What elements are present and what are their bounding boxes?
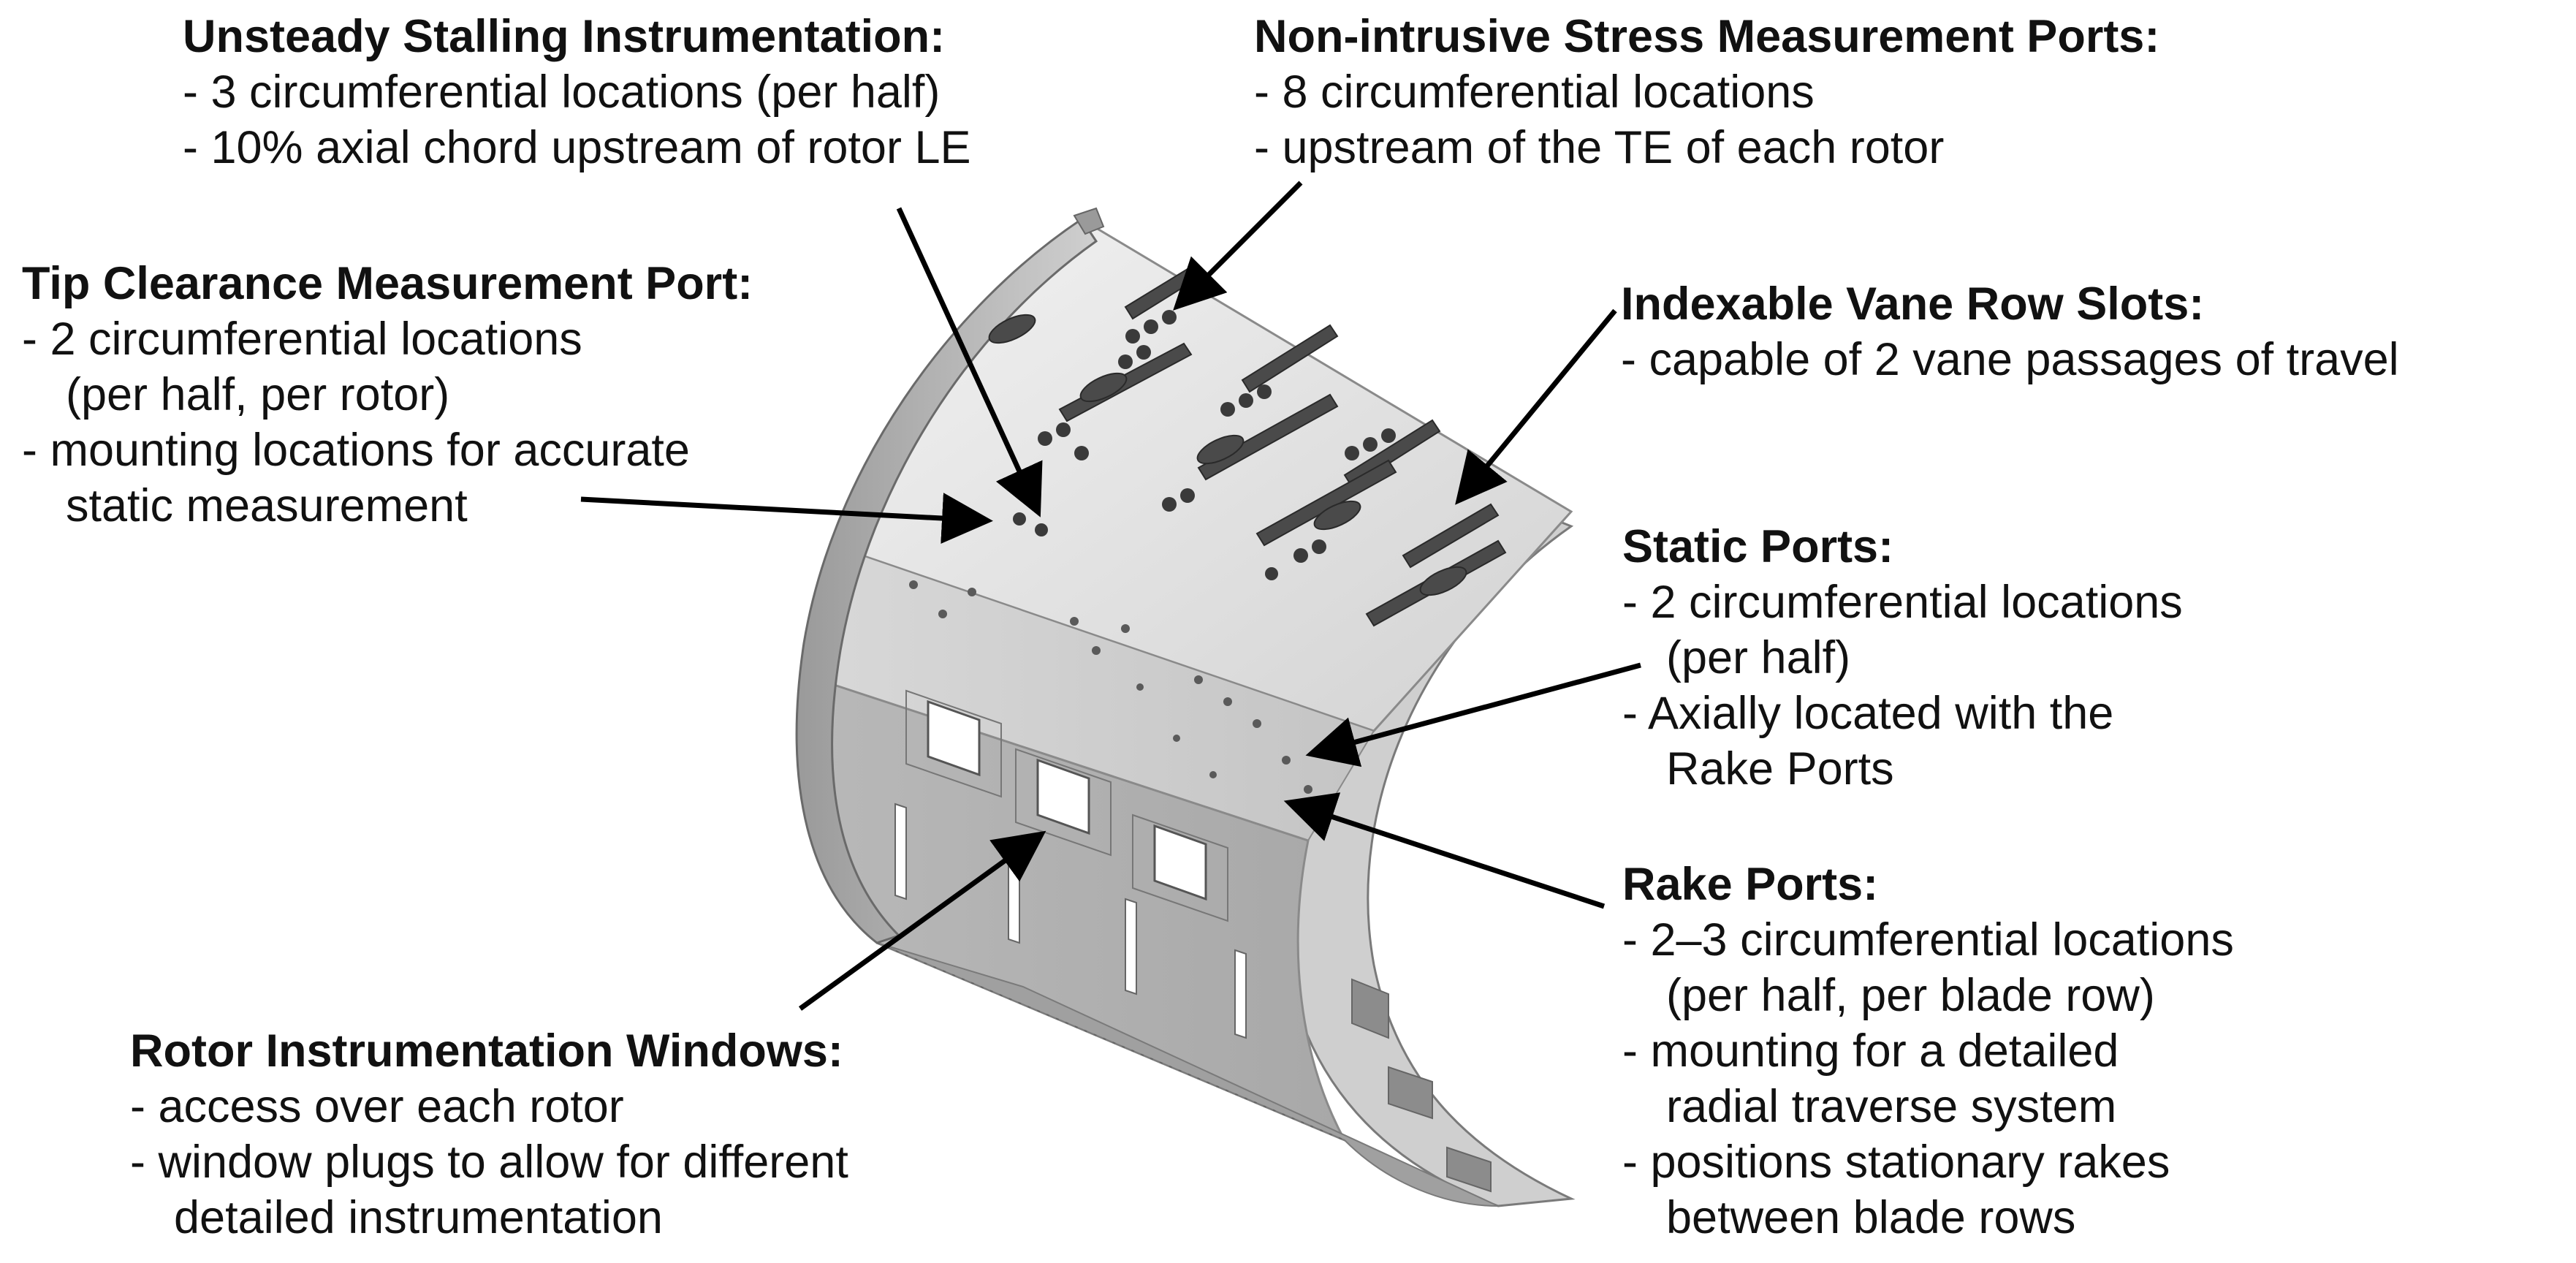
arrow-tip	[580, 493, 993, 545]
rotor-windows	[905, 689, 1228, 922]
callout-line: (per half, per blade row)	[1666, 970, 2155, 1021]
callout-line: - 8 circumferential locations	[1254, 67, 1815, 118]
callout-line: - mounting for a detailed	[1622, 1025, 2119, 1077]
callout-line: (per half, per rotor)	[66, 369, 450, 420]
callout-line: - Axially located with the	[1622, 688, 2114, 739]
callout-nonintrusive-stress: Non-intrusive Stress Measurement Ports: …	[1254, 9, 2159, 175]
arrow-rake	[1283, 792, 1606, 909]
callout-line: (per half)	[1666, 632, 1851, 683]
callout-tip-clearance: Tip Clearance Measurement Port: - 2 circ…	[22, 256, 753, 534]
callout-line: - 2 circumferential locations	[1622, 577, 2183, 628]
aft-notches	[1351, 978, 1492, 1193]
aft-edge-line	[876, 942, 1345, 1141]
callout-title: Static Ports:	[1622, 521, 1894, 572]
callout-line: - 10% axial chord upstream of rotor LE	[183, 122, 971, 173]
callout-unsteady-stalling: Unsteady Stalling Instrumentation: - 3 c…	[183, 9, 971, 175]
callout-line: - upstream of the TE of each rotor	[1254, 122, 1945, 173]
callout-title: Unsteady Stalling Instrumentation:	[183, 11, 946, 62]
callout-indexable-vane: Indexable Vane Row Slots: - capable of 2…	[1621, 276, 2399, 387]
vane-row-slots	[988, 265, 1507, 627]
callout-line: between blade rows	[1666, 1192, 2076, 1243]
callout-line: - window plugs to allow for different	[130, 1137, 848, 1188]
callout-line: - mounting locations for accurate	[22, 425, 690, 476]
callout-rake-ports: Rake Ports: - 2–3 circumferential locati…	[1622, 857, 2234, 1245]
arrow-vane	[1455, 308, 1617, 505]
callout-line: - 2 circumferential locations	[22, 314, 582, 365]
callout-static-ports: Static Ports: - 2 circumferential locati…	[1622, 519, 2183, 797]
forward-flange-lip	[1073, 207, 1105, 235]
arrow-unsteady	[896, 207, 1043, 517]
callout-line: detailed instrumentation	[174, 1192, 663, 1243]
callout-title: Tip Clearance Measurement Port:	[22, 258, 753, 309]
callout-line: - positions stationary rakes	[1622, 1137, 2170, 1188]
callout-line: - capable of 2 vane passages of travel	[1621, 334, 2399, 385]
callout-rotor-windows: Rotor Instrumentation Windows: - access …	[130, 1023, 848, 1245]
port-holes	[1013, 310, 1396, 580]
callout-title: Non-intrusive Stress Measurement Ports:	[1254, 11, 2160, 62]
arrow-static	[1305, 662, 1641, 767]
arrow-nonintrusive	[1173, 181, 1303, 311]
casing-floor	[876, 942, 1499, 1207]
static-port-dots	[909, 580, 1312, 794]
callout-title: Rake Ports:	[1622, 859, 1879, 910]
callout-line: - 3 circumferential locations (per half)	[183, 67, 941, 118]
callout-line: - 2–3 circumferential locations	[1622, 914, 2234, 966]
callout-title: Indexable Vane Row Slots:	[1621, 278, 2205, 330]
callout-title: Rotor Instrumentation Windows:	[130, 1025, 843, 1077]
callout-line: radial traverse system	[1666, 1081, 2117, 1132]
callout-line: static measurement	[66, 480, 468, 531]
arrow-rotor	[798, 830, 1046, 1011]
callout-line: Rake Ports	[1666, 743, 1894, 794]
callout-line: - access over each rotor	[130, 1081, 624, 1132]
